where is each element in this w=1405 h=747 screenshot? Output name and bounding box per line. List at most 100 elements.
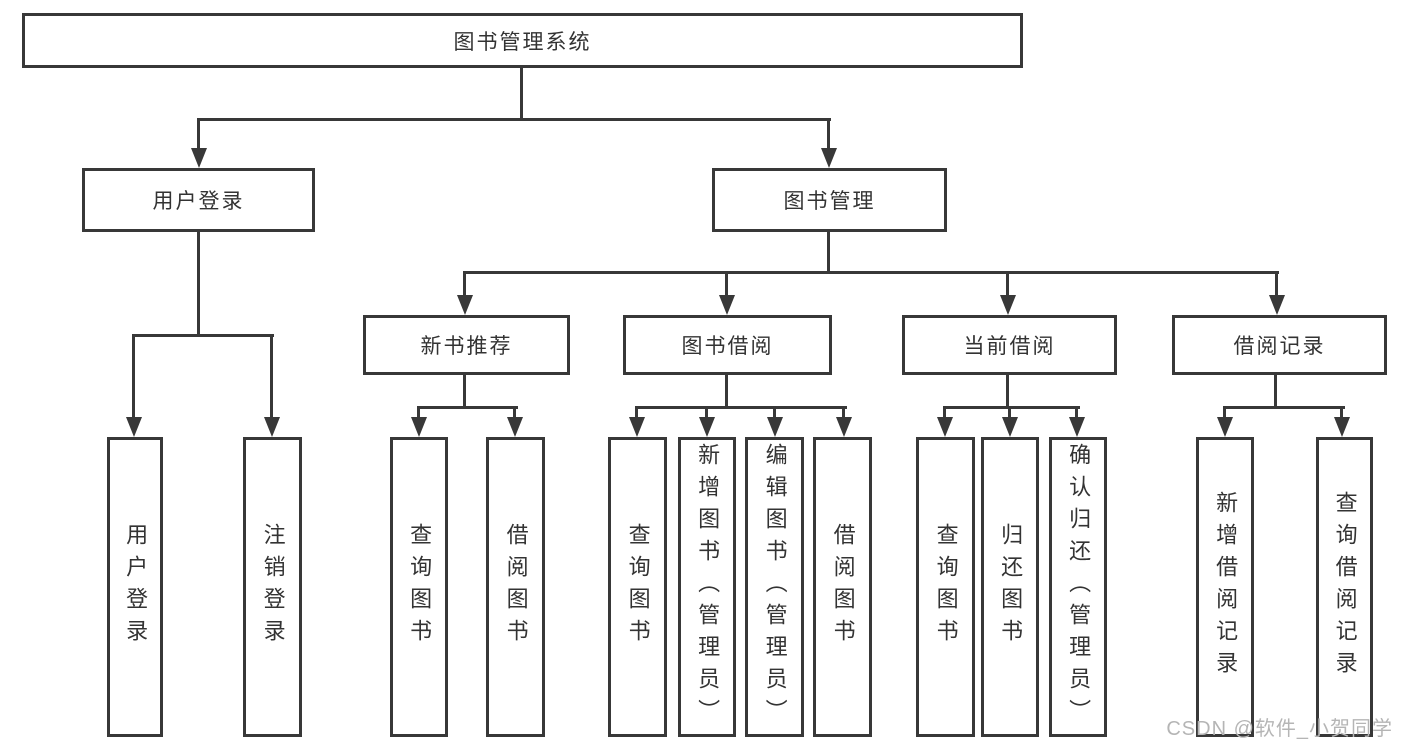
node-root-label: 图书管理系统 [453,30,592,54]
leaf-label: 查询图书 [407,523,433,651]
arrow-shaft [827,118,830,152]
arrow-shaft [1223,406,1226,421]
arrow-shaft [1006,271,1009,299]
arrow-to-leaf-query-2 [629,406,645,437]
arrow-to-user-login [191,118,207,168]
connector-borrowrecords-stub [1274,375,1277,409]
leaf-query-books-1: 查询图书 [390,437,448,737]
arrow-to-new-books [457,271,473,315]
connector-bookborrow-hline [635,406,847,409]
leaf-label: 查询图书 [625,523,651,651]
arrow-shaft [513,406,516,421]
arrowhead-icon [1334,417,1350,437]
arrow-to-leaf-query-3 [937,406,953,437]
connector-newbooks-stub [463,375,466,409]
arrow-shaft [197,118,200,152]
arrow-shaft [463,271,466,299]
arrowhead-icon [457,295,473,315]
leaf-confirm-return-admin: 确认归还（管理员） [1049,437,1107,737]
connector-newbooks-hline [417,406,518,409]
node-root: 图书管理系统 [22,13,1023,68]
arrow-to-leaf-login [126,334,142,437]
arrow-shaft [635,406,638,421]
connector-level2-hline [463,271,1279,274]
arrowhead-icon [1000,295,1016,315]
arrowhead-icon [821,148,837,168]
leaf-query-borrow-record: 查询借阅记录 [1316,437,1373,737]
arrow-to-leaf-edit-book [767,406,783,437]
node-user-login: 用户登录 [82,168,315,232]
arrow-to-leaf-return-book [1002,406,1018,437]
leaf-label: 新增图书（管理员） [695,443,721,731]
node-borrow-records: 借阅记录 [1172,315,1387,375]
leaf-label: 借阅图书 [830,523,856,651]
leaf-user-login: 用户登录 [107,437,163,737]
arrowhead-icon [937,417,953,437]
leaf-label: 借阅图书 [503,523,529,651]
arrow-shaft [943,406,946,421]
arrow-shaft [705,406,708,421]
leaf-label: 确认归还（管理员） [1066,443,1092,731]
arrow-shaft [270,334,273,421]
csdn-watermark: CSDN @软件_小贺同学 [1166,718,1393,740]
arrowhead-icon [411,417,427,437]
arrow-shaft [132,334,135,421]
arrow-to-leaf-confirm-return [1069,406,1085,437]
arrowhead-icon [264,417,280,437]
arrow-shaft [1275,271,1278,299]
leaf-logout: 注销登录 [243,437,302,737]
arrow-to-borrow-records [1269,271,1285,315]
arrow-shaft [1008,406,1011,421]
node-new-books: 新书推荐 [363,315,570,375]
arrow-to-book-borrow [719,271,735,315]
arrowhead-icon [629,417,645,437]
connector-borrowrecords-hline [1223,406,1345,409]
arrow-shaft [773,406,776,421]
arrowhead-icon [191,148,207,168]
arrow-to-leaf-borrow-1 [507,406,523,437]
arrowhead-icon [767,417,783,437]
arrow-shaft [1340,406,1343,421]
node-current-borrow: 当前借阅 [902,315,1117,375]
connector-currentborrow-stub [1006,375,1009,409]
arrow-shaft [1075,406,1078,421]
node-new-books-label: 新书推荐 [420,335,513,358]
connector-level1-hline [197,118,831,121]
connector-user-stub [197,232,200,336]
leaf-borrow-books-2: 借阅图书 [813,437,872,737]
node-book-mgmt-label: 图书管理 [783,190,876,213]
connector-user-hline [132,334,274,337]
arrowhead-icon [699,417,715,437]
node-book-mgmt: 图书管理 [712,168,947,232]
arrow-to-current-borrow [1000,271,1016,315]
leaf-borrow-books-1: 借阅图书 [486,437,545,737]
connector-bookborrow-stub [725,375,728,409]
arrow-shaft [417,406,420,421]
arrow-to-leaf-add-record [1217,406,1233,437]
node-current-borrow-label: 当前借阅 [963,335,1056,358]
node-user-login-label: 用户登录 [152,190,245,213]
arrowhead-icon [507,417,523,437]
leaf-return-book: 归还图书 [981,437,1039,737]
node-book-borrow: 图书借阅 [623,315,832,375]
leaf-label: 编辑图书（管理员） [762,443,788,731]
node-book-borrow-label: 图书借阅 [681,335,774,358]
connector-currentborrow-hline [943,406,1080,409]
leaf-query-books-3: 查询图书 [916,437,975,737]
arrowhead-icon [719,295,735,315]
arrow-to-leaf-query-1 [411,406,427,437]
connector-root-stub [520,68,523,121]
arrowhead-icon [126,417,142,437]
leaf-add-borrow-record: 新增借阅记录 [1196,437,1254,737]
leaf-label: 查询借阅记录 [1332,491,1358,683]
arrowhead-icon [1269,295,1285,315]
leaf-add-book-admin: 新增图书（管理员） [678,437,736,737]
arrow-shaft [842,406,845,421]
leaf-label: 归还图书 [998,523,1024,651]
arrowhead-icon [1069,417,1085,437]
arrow-to-book-mgmt [821,118,837,168]
leaf-label: 用户登录 [123,523,149,651]
leaf-edit-book-admin: 编辑图书（管理员） [745,437,804,737]
arrowhead-icon [1217,417,1233,437]
